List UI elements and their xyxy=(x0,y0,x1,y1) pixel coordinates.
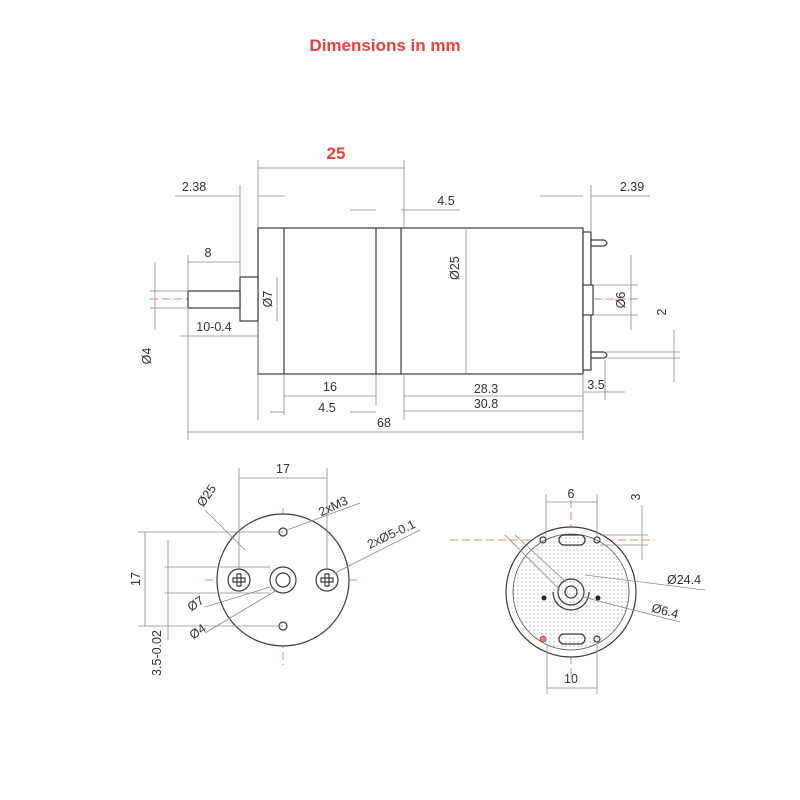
rear-brush-plate xyxy=(512,533,630,651)
dim-phi7-front: Ø7 xyxy=(185,593,207,614)
dim-16: 16 xyxy=(323,380,337,394)
dim-3-5: 3.5 xyxy=(587,378,604,392)
dim-phi7-side: Ø7 xyxy=(261,291,275,308)
dim-6: 6 xyxy=(568,487,575,501)
side-view: 25 2.38 4.5 2.39 8 10-0.4 Ø4 Ø7 Ø25 xyxy=(140,144,680,440)
terminal-bottom xyxy=(590,351,608,359)
dim-2: 2 xyxy=(655,308,669,315)
dim-17-top: 17 xyxy=(276,462,290,476)
dim-68: 68 xyxy=(377,416,391,430)
terminal-slot-top xyxy=(558,534,586,546)
dim-phi6-4: Ø6.4 xyxy=(650,601,680,622)
dim-phi25-front: Ø25 xyxy=(194,482,219,509)
dim-30-8: 30.8 xyxy=(474,397,498,411)
dim-2-39: 2.39 xyxy=(620,180,644,194)
drawing-title: Dimensions in mm xyxy=(309,36,460,55)
rear-view: 6 3 Ø24.4 Ø6.4 10 xyxy=(450,487,706,694)
front-view: 17 Ø25 2xM3 2xØ5-0.1 17 3.5-0.02 Ø7 Ø4 xyxy=(129,462,421,676)
dim-phi6: Ø6 xyxy=(614,292,628,309)
dim-10: 10 xyxy=(564,672,578,686)
dim-17-left: 17 xyxy=(129,572,143,586)
front-shaft-circle xyxy=(275,572,291,588)
output-shaft xyxy=(187,290,241,309)
polarity-mark-icon xyxy=(539,635,547,643)
rear-bearing-boss xyxy=(582,284,594,316)
dim-4-5-bottom: 4.5 xyxy=(318,401,335,415)
dim-phi25-side: Ø25 xyxy=(448,256,462,280)
terminal-top xyxy=(590,239,608,247)
dim-8: 8 xyxy=(205,246,212,260)
dim-3: 3 xyxy=(629,493,643,500)
dim-phi24-4: Ø24.4 xyxy=(667,573,701,587)
front-face-circle xyxy=(216,513,350,647)
terminal-slot-bottom xyxy=(558,633,586,645)
dim-28-3: 28.3 xyxy=(474,382,498,396)
dim-2xphi5: 2xØ5-0.1 xyxy=(365,517,418,551)
dim-phi4-front: Ø4 xyxy=(187,621,209,642)
dim-4-5-top: 4.5 xyxy=(437,194,454,208)
front-hub-circle xyxy=(269,566,297,594)
dim-2xm3: 2xM3 xyxy=(316,494,350,520)
dim-phi4-side: Ø4 xyxy=(140,348,154,365)
dim-25-top: 25 xyxy=(327,144,346,163)
dim-2-38: 2.38 xyxy=(182,180,206,194)
shaft-hub xyxy=(239,276,259,322)
motor-body xyxy=(257,227,584,375)
rear-bearing-circle xyxy=(557,578,585,606)
dim-10-0-4: 10-0.4 xyxy=(196,320,231,334)
dim-3-5-0-02: 3.5-0.02 xyxy=(150,630,164,676)
